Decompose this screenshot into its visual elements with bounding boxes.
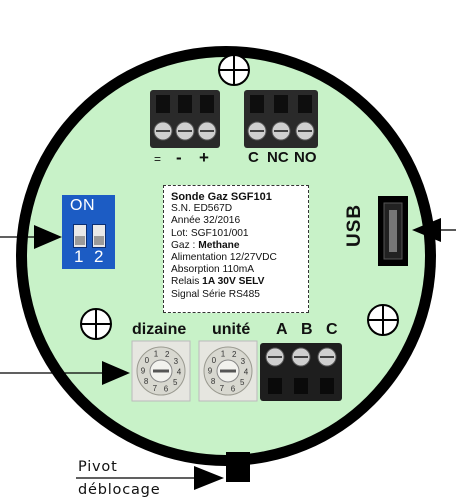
pivot-label-line2: déblocage bbox=[78, 482, 161, 498]
rotary-digit: 8 bbox=[144, 377, 149, 386]
terminal-label-nc: NC bbox=[267, 149, 289, 166]
dip-switch-2 bbox=[92, 224, 106, 248]
plate-serial: S.N. ED567D bbox=[171, 203, 233, 215]
rotary-digit: 1 bbox=[154, 350, 159, 359]
dip-switch: ON 1 2 bbox=[62, 195, 115, 269]
usb-pointer-arrow bbox=[412, 218, 441, 242]
screw-left bbox=[80, 308, 112, 340]
plate-absorption: Absorption 110mA bbox=[171, 264, 255, 276]
terminal-block-power bbox=[150, 90, 220, 148]
rotary-digit: 3 bbox=[174, 357, 179, 366]
pivot-pointer-arrow bbox=[194, 466, 224, 490]
rotary-switch-tens bbox=[131, 340, 191, 402]
rotary-digit: 9 bbox=[208, 366, 213, 375]
plate-gas-value: Methane bbox=[198, 239, 240, 251]
pivot-label-line1: Pivot bbox=[78, 459, 118, 475]
terminal-label-ground: = bbox=[154, 152, 162, 166]
rotary-digit: 4 bbox=[244, 368, 249, 377]
plate-relay-prefix: Relais bbox=[171, 276, 200, 288]
label-unite: unité bbox=[212, 321, 251, 338]
rotary-pointer-arrow bbox=[102, 361, 130, 385]
terminal-label-plus: + bbox=[199, 148, 209, 167]
rotary-digit: 6 bbox=[164, 384, 169, 393]
terminal-label-no: NO bbox=[294, 149, 317, 166]
dip-switch-1 bbox=[73, 224, 87, 248]
plate-year: Année 32/2016 bbox=[171, 215, 241, 227]
rotary-digit: 2 bbox=[232, 350, 237, 359]
rotary-digit: 5 bbox=[240, 378, 245, 387]
dip-number-2: 2 bbox=[94, 247, 104, 266]
plate-gas-prefix: Gaz : bbox=[171, 239, 196, 251]
rotary-digit: 2 bbox=[165, 350, 170, 359]
label-dizaine: dizaine bbox=[132, 321, 187, 338]
rotary-digit: 9 bbox=[141, 366, 146, 375]
rotary-digit: 4 bbox=[177, 368, 182, 377]
label-b: B bbox=[301, 321, 313, 338]
dip-pointer-arrow bbox=[34, 225, 62, 249]
terminal-block-rs485 bbox=[260, 343, 342, 401]
identification-plate: Sonde Gaz SGF101 S.N. ED567D Année 32/20… bbox=[163, 185, 309, 313]
plate-relay: Relais 1A 30V SELV bbox=[171, 276, 308, 288]
rotary-digit: 6 bbox=[231, 384, 236, 393]
screw-top bbox=[218, 54, 250, 86]
terminal-label-c: C bbox=[248, 149, 259, 166]
label-c: C bbox=[326, 321, 338, 338]
rotary-digit: 7 bbox=[153, 384, 158, 393]
plate-signal: Signal Série RS485 bbox=[171, 288, 260, 300]
rotary-digit: 8 bbox=[211, 377, 216, 386]
terminal-label-minus: - bbox=[176, 148, 182, 167]
rotary-digit: 5 bbox=[173, 378, 178, 387]
screw-right bbox=[367, 304, 399, 336]
plate-relay-value: 1A 30V SELV bbox=[202, 276, 265, 288]
usb-label: USB bbox=[344, 203, 365, 247]
rotary-digit: 7 bbox=[220, 384, 225, 393]
dip-number-1: 1 bbox=[74, 247, 84, 266]
plate-power: Alimentation 12/27VDC bbox=[171, 252, 277, 264]
pivot-tab bbox=[226, 452, 250, 482]
usb-connector bbox=[378, 196, 408, 266]
rotary-digit: 0 bbox=[145, 356, 150, 365]
rotary-digit: 3 bbox=[241, 357, 246, 366]
plate-title: Sonde Gaz SGF101 bbox=[171, 191, 272, 203]
rotary-switch-units bbox=[198, 340, 258, 402]
plate-lot: Lot: SGF101/001 bbox=[171, 227, 249, 239]
label-a: A bbox=[276, 321, 288, 338]
rotary-digit: 1 bbox=[221, 350, 226, 359]
terminal-block-relay bbox=[244, 90, 318, 148]
plate-gas: Gaz : Methane bbox=[171, 240, 308, 252]
dip-on-label: ON bbox=[70, 197, 95, 214]
rotary-digit: 0 bbox=[212, 356, 217, 365]
